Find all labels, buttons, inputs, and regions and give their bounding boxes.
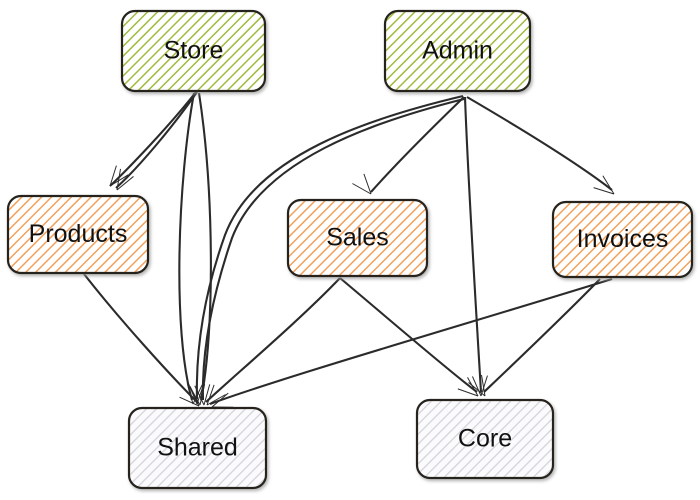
node-invoices[interactable]: Invoices <box>551 200 694 279</box>
node-store-box[interactable] <box>120 9 267 93</box>
head-sales-shared-arrowhead-icon <box>206 384 226 406</box>
head-admin-core-arrowhead-icon <box>472 375 488 397</box>
edge-sales-shared <box>205 277 341 403</box>
node-invoices-box[interactable] <box>551 200 694 279</box>
edge-invoices-shared <box>209 277 613 405</box>
node-invoices-label: Invoices <box>577 225 669 253</box>
node-shared-label: Shared <box>157 434 238 462</box>
edge-store-shared <box>178 92 196 401</box>
node-products-label: Products <box>29 220 128 248</box>
node-sales[interactable]: Sales <box>286 198 429 278</box>
node-shared-box[interactable] <box>127 406 268 490</box>
head-store-products-2-arrowhead-icon <box>116 168 134 191</box>
head-admin-sales-arrowhead-icon <box>352 173 372 195</box>
edge-sales-core <box>339 277 478 393</box>
node-sales-label: Sales <box>326 224 389 252</box>
node-products-box[interactable] <box>6 194 150 275</box>
node-products[interactable]: Products <box>6 194 150 275</box>
head-store-shared-arrowhead-icon <box>186 383 203 405</box>
node-core-label: Core <box>458 425 512 453</box>
edge-products-shared <box>83 273 199 404</box>
head-store-products-arrowhead-icon <box>109 165 129 187</box>
node-admin-label: Admin <box>422 37 493 65</box>
node-core[interactable]: Core <box>415 398 555 480</box>
head-sales-core-arrowhead-icon <box>457 377 479 397</box>
edge-admin-core <box>463 96 483 393</box>
edge-store-products-2 <box>115 91 198 189</box>
edge-store-products <box>109 91 197 187</box>
node-shared[interactable]: Shared <box>127 406 268 490</box>
head-admin-invoices-arrowhead-icon <box>593 175 615 195</box>
edge-store-shared-2 <box>197 92 212 401</box>
node-admin[interactable]: Admin <box>383 9 532 93</box>
head-invoices-core-arrowhead-icon <box>468 374 486 397</box>
edge-admin-invoices <box>466 96 613 191</box>
node-core-box[interactable] <box>415 398 555 480</box>
node-store-label: Store <box>164 37 224 65</box>
edges-layer <box>83 91 613 405</box>
edge-invoices-core <box>483 278 601 393</box>
head-admin-shared-2-arrowhead-icon <box>194 384 211 406</box>
edge-admin-shared <box>195 94 464 400</box>
edge-admin-sales <box>370 96 465 193</box>
node-store[interactable]: Store <box>120 9 267 93</box>
head-products-shared-arrowhead-icon <box>179 386 200 407</box>
edge-admin-shared-2 <box>201 97 465 401</box>
node-sales-box[interactable] <box>286 198 429 278</box>
node-admin-box[interactable] <box>383 9 532 93</box>
